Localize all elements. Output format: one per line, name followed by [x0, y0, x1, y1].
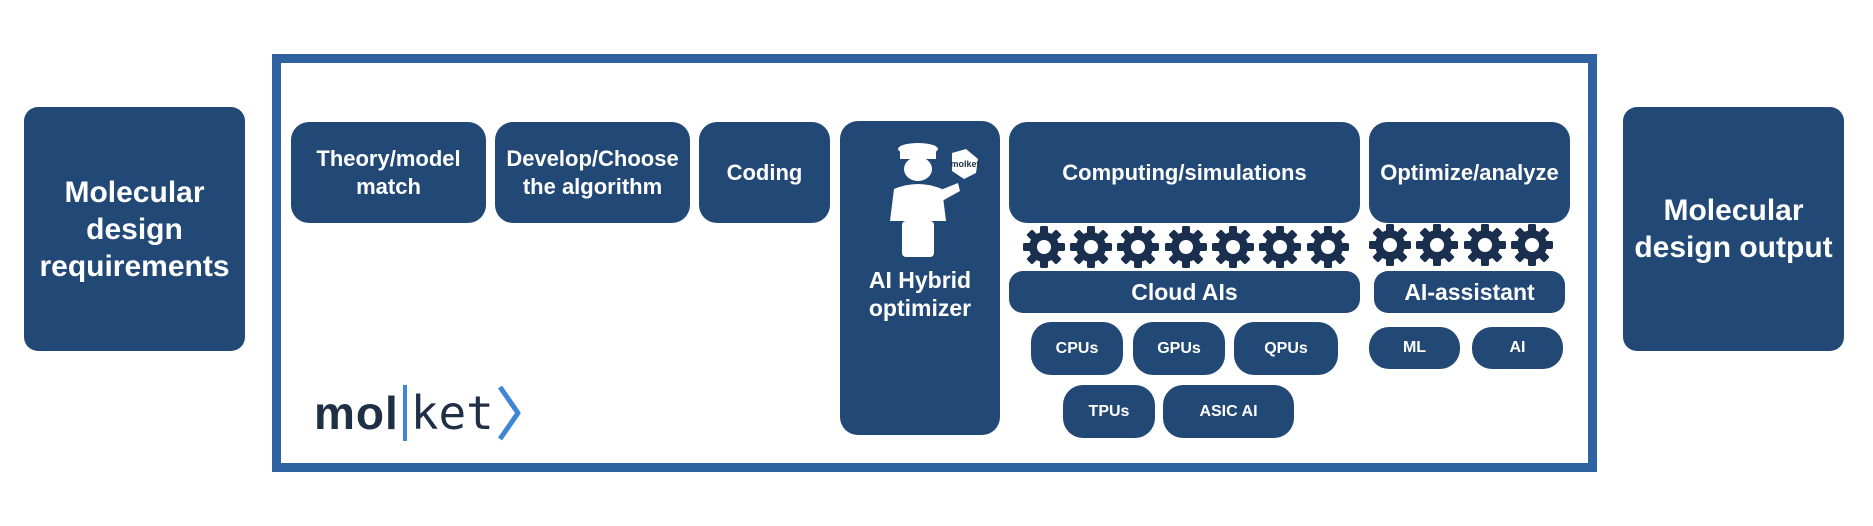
molecular-design-requirements-box: Molecular design requirements	[24, 107, 245, 351]
requirements-label: Molecular design requirements	[39, 175, 230, 283]
hardware-gpus-label: GPUs	[1157, 339, 1201, 357]
gear-icon	[1306, 225, 1350, 269]
develop-label: Develop/Choose the algorithm	[506, 145, 679, 199]
optimize-analyze-box: Optimize/analyze	[1369, 122, 1570, 223]
gear-icon	[1211, 225, 1255, 269]
computing-label: Computing/simulations	[1062, 159, 1307, 185]
assistant-ml-label: ML	[1402, 339, 1427, 356]
gear-icon	[1258, 225, 1302, 269]
develop-algorithm-box: Develop/Choose the algorithm	[495, 122, 690, 223]
hardware-qpus-pill: QPUs	[1234, 322, 1338, 375]
coding-box: Coding	[699, 122, 830, 223]
optimizer-label: AI Hybrid optimizer	[868, 267, 972, 321]
hardware-gpus-pill: GPUs	[1133, 322, 1225, 375]
optimize-label: Optimize/analyze	[1380, 159, 1559, 185]
logo-separator	[402, 385, 407, 441]
ai-hybrid-optimizer-box: molket AI Hybrid optimizer	[840, 121, 1000, 435]
logo-ket-text: ket	[410, 386, 494, 440]
logo-mol-text: mol	[314, 387, 399, 439]
gear-icon	[1510, 223, 1554, 267]
cloud-ais-label: Cloud AIs	[1131, 278, 1238, 305]
ai-assistant-label: AI-assistant	[1404, 278, 1535, 305]
hardware-cpus-pill: CPUs	[1031, 322, 1123, 375]
gear-icon	[1415, 223, 1459, 267]
hardware-tpus-pill: TPUs	[1063, 385, 1155, 438]
computing-simulations-box: Computing/simulations	[1009, 122, 1360, 223]
gear-icon	[1368, 223, 1412, 267]
optimizer-badge-logo: molket	[950, 159, 979, 169]
hardware-asic-ai-label: ASIC AI	[1199, 402, 1258, 420]
output-label: Molecular design output	[1634, 194, 1833, 264]
gear-icon	[1022, 225, 1066, 269]
molecular-design-output-box: Molecular design output	[1623, 107, 1844, 351]
gear-icon	[1463, 223, 1507, 267]
assistant-ml-pill: ML	[1369, 327, 1460, 369]
gear-icon	[1164, 225, 1208, 269]
logo-chevron-icon	[497, 385, 521, 441]
gear-icon	[1069, 225, 1113, 269]
ai-pilot-figure-icon: molket	[890, 143, 980, 257]
molket-logo: mol ket	[314, 383, 524, 443]
ai-assistant-bar: AI-assistant	[1374, 271, 1565, 313]
assistant-ai-pill: AI	[1472, 327, 1563, 369]
theory-label: Theory/model match	[316, 145, 461, 199]
coding-label: Coding	[726, 159, 803, 185]
hardware-cpus-label: CPUs	[1055, 339, 1099, 357]
hardware-asic-ai-pill: ASIC AI	[1163, 385, 1294, 438]
assistant-ai-label: AI	[1509, 339, 1526, 356]
theory-model-match-box: Theory/model match	[291, 122, 486, 223]
cloud-ais-bar: Cloud AIs	[1009, 271, 1360, 313]
hardware-tpus-label: TPUs	[1088, 402, 1130, 420]
gear-icon	[1116, 225, 1160, 269]
hardware-qpus-label: QPUs	[1264, 339, 1308, 357]
